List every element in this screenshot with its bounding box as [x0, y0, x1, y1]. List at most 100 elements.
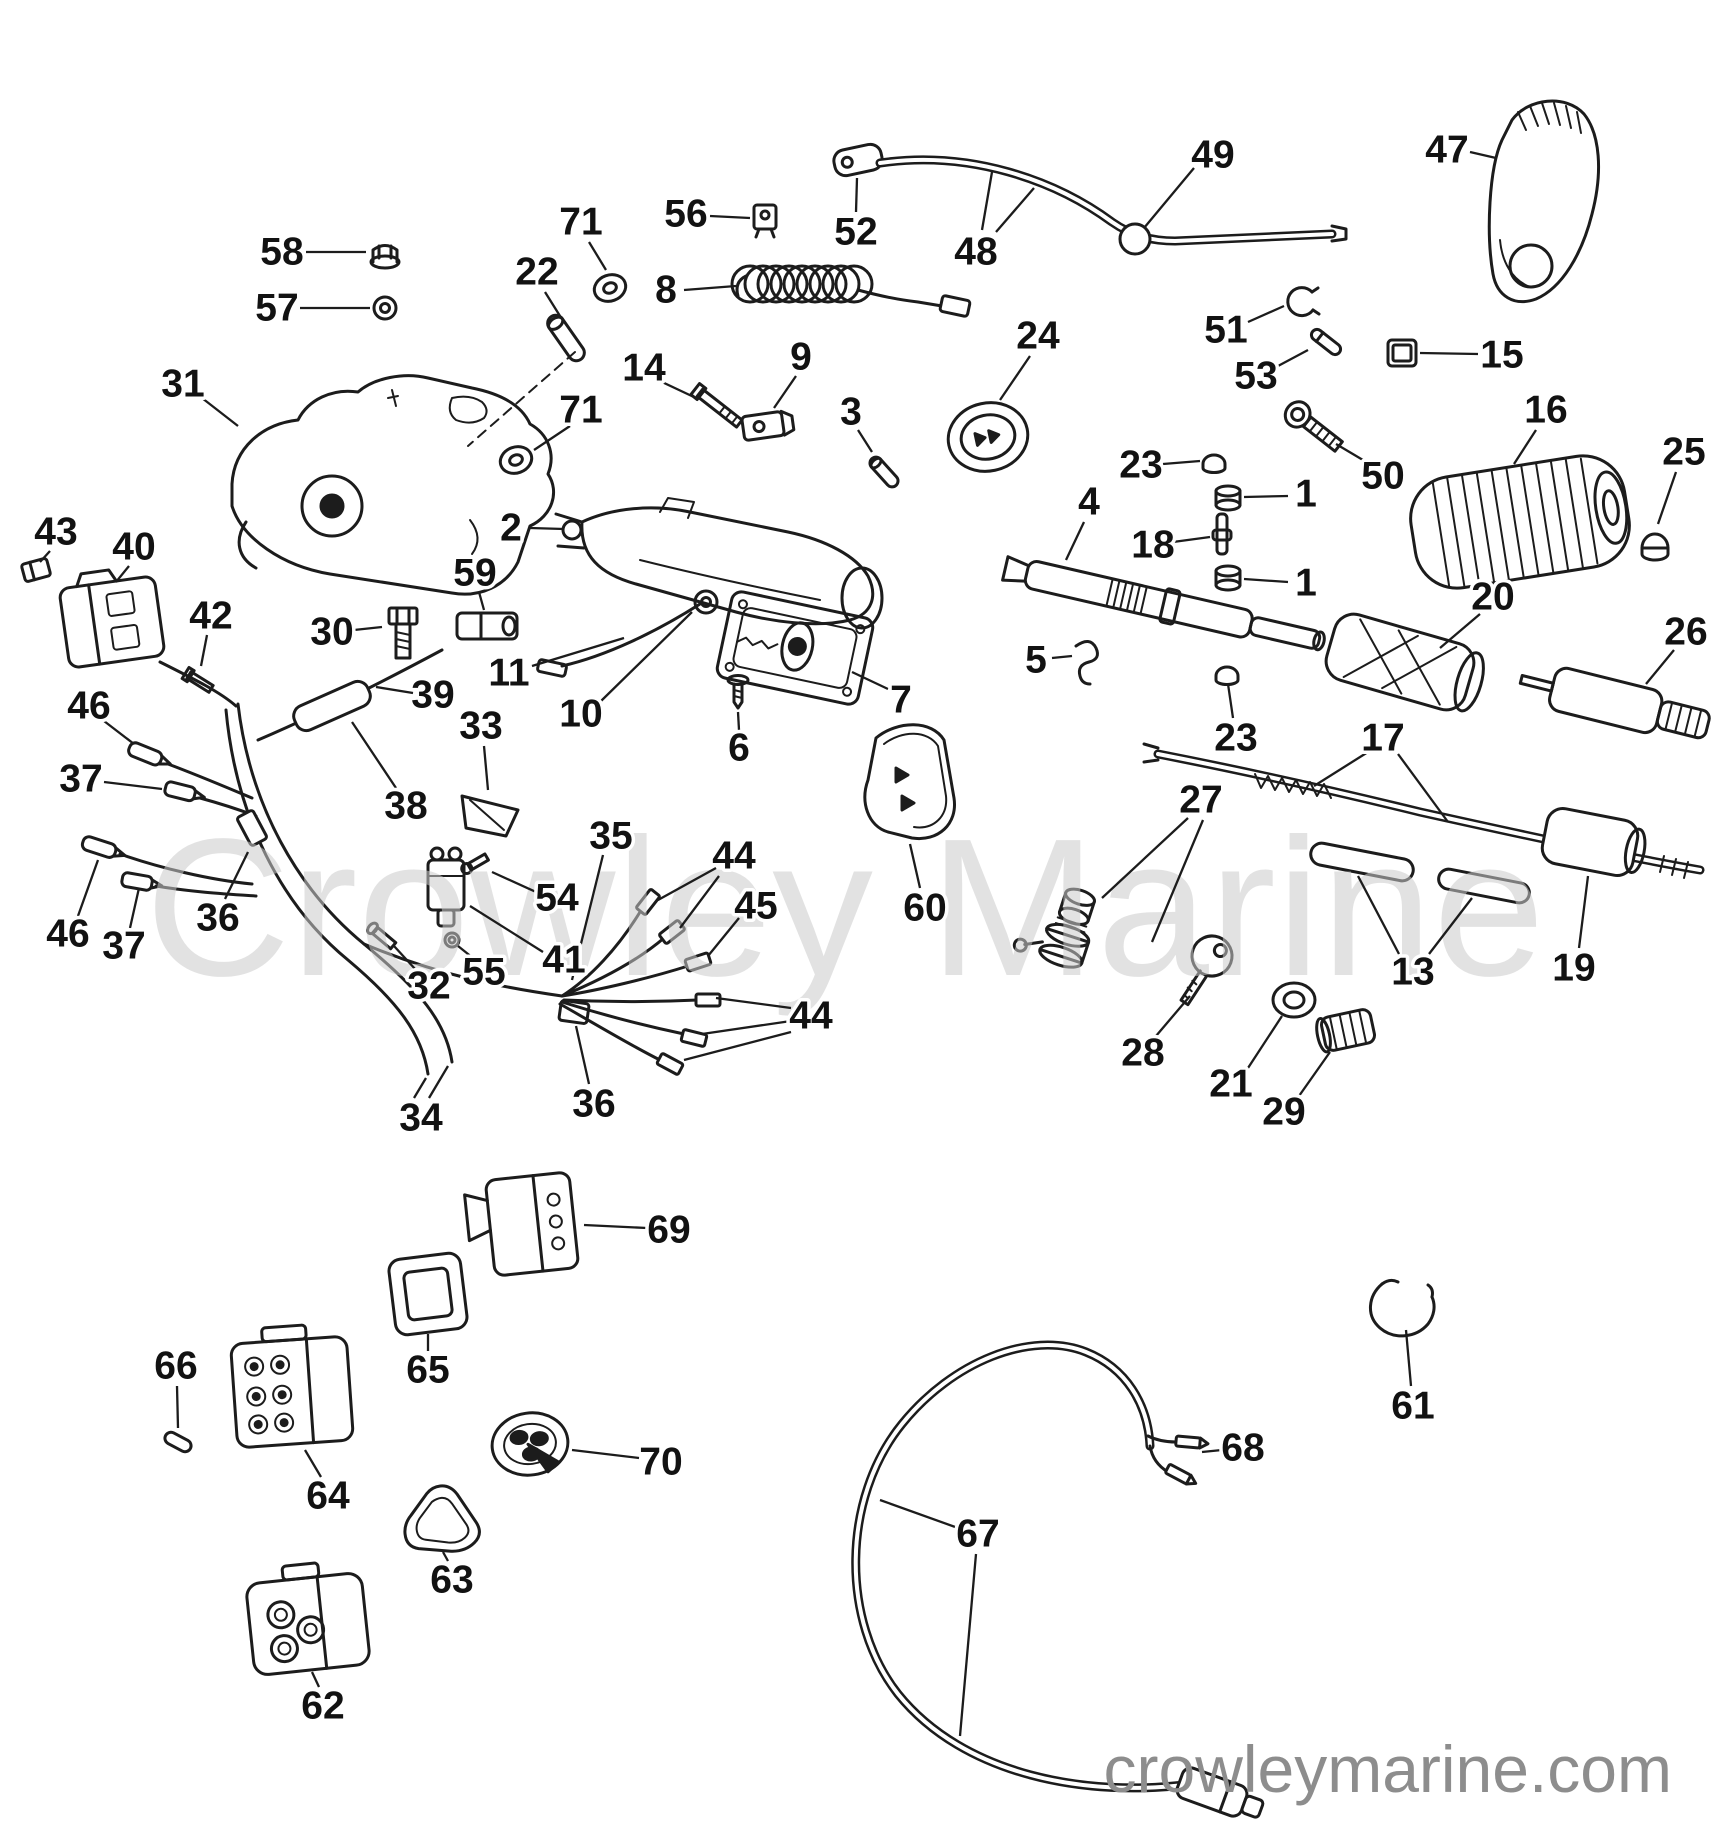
leader-line-43 — [39, 550, 51, 563]
callout-53: 53 — [1234, 355, 1277, 398]
part-23-cap-lower — [1214, 665, 1240, 686]
part-70-retainer — [490, 1411, 570, 1477]
part-40-connector — [58, 568, 166, 669]
callout-4: 4 — [1078, 481, 1100, 524]
leader-line-27 — [1101, 817, 1189, 899]
callout-47: 47 — [1425, 129, 1468, 172]
callout-2: 2 — [500, 507, 522, 550]
callout-21: 21 — [1209, 1063, 1252, 1106]
callout-19: 19 — [1552, 947, 1595, 990]
part-60-cover — [863, 723, 956, 841]
leader-line-39 — [375, 685, 414, 695]
part-67-cable-connector — [1175, 1766, 1265, 1819]
part-38-sleeve — [292, 679, 372, 733]
part-66-pin — [163, 1430, 193, 1454]
leader-line-20 — [1439, 613, 1481, 649]
leader-line-5 — [1051, 654, 1073, 660]
part-58-nut — [369, 244, 401, 270]
callout-18: 18 — [1131, 524, 1174, 567]
leader-line-51 — [1247, 304, 1285, 324]
callout-46: 46 — [46, 913, 89, 956]
leader-line-48 — [980, 171, 994, 231]
callout-71: 71 — [559, 389, 602, 432]
leader-line-36 — [574, 1025, 591, 1085]
part-49-cable-ball — [1118, 222, 1152, 256]
callout-33: 33 — [459, 705, 502, 748]
callout-42: 42 — [189, 595, 232, 638]
callout-22: 22 — [515, 251, 558, 294]
leader-line-26 — [1645, 649, 1675, 685]
callout-5: 5 — [1025, 639, 1047, 682]
leader-line-64 — [304, 1449, 322, 1478]
leader-line-46 — [76, 859, 100, 917]
callout-45: 45 — [734, 885, 777, 928]
callout-10: 10 — [559, 693, 602, 736]
callout-48: 48 — [954, 231, 997, 274]
leader-line-34 — [413, 1077, 427, 1099]
part-59-sleeve — [455, 611, 519, 641]
leader-line-17 — [1397, 753, 1449, 823]
part-46-terminal-upper — [127, 741, 172, 767]
leader-line-60 — [908, 843, 922, 889]
part-6-screw — [726, 674, 750, 710]
callout-55: 55 — [462, 951, 505, 994]
callout-46: 46 — [67, 685, 110, 728]
leader-line-70 — [571, 1448, 640, 1460]
leader-line-41 — [469, 905, 544, 953]
part-57-washer — [372, 295, 398, 321]
callout-69: 69 — [647, 1209, 690, 1252]
callout-8: 8 — [655, 269, 677, 312]
part-61-retainer-ring — [1369, 1278, 1436, 1338]
leader-line-44 — [683, 1030, 792, 1062]
callout-38: 38 — [384, 785, 427, 828]
part-47-shift-handle — [1487, 99, 1600, 304]
leader-line-47 — [1469, 150, 1497, 160]
callout-35: 35 — [589, 815, 632, 858]
part-64-connector — [229, 1323, 355, 1449]
leader-line-13 — [1356, 875, 1401, 955]
part-9-bracket — [740, 409, 796, 442]
leader-line-55 — [457, 945, 474, 959]
leader-line-10 — [599, 611, 693, 703]
part-2-tiller-bracket — [554, 497, 884, 630]
leader-line-22 — [544, 291, 561, 317]
callout-29: 29 — [1262, 1091, 1305, 1134]
part-32-screw — [366, 921, 398, 951]
part-25-cap — [1640, 532, 1670, 562]
callout-3: 3 — [840, 391, 862, 434]
callout-43: 43 — [34, 511, 77, 554]
callout-36: 36 — [572, 1083, 615, 1126]
leader-line-46 — [103, 720, 135, 745]
leader-line-25 — [1656, 471, 1678, 525]
callout-16: 16 — [1524, 389, 1567, 432]
callout-50: 50 — [1361, 455, 1404, 498]
part-16-throttle-grip — [1409, 454, 1631, 590]
leader-line-71 — [533, 425, 571, 451]
part-44-terminal-3 — [694, 992, 722, 1008]
callout-23: 23 — [1214, 717, 1257, 760]
part-29-knurled-nut — [1315, 1008, 1376, 1054]
callout-68: 68 — [1221, 1427, 1264, 1470]
part-23-cap-upper — [1201, 453, 1227, 474]
leader-line-16 — [1513, 429, 1537, 465]
callout-67: 67 — [956, 1513, 999, 1556]
callout-60: 60 — [903, 887, 946, 930]
part-55-washer — [443, 931, 461, 949]
leader-line-21 — [1247, 1015, 1283, 1069]
part-13-tube-1 — [1309, 841, 1415, 883]
leader-line-48 — [995, 187, 1035, 233]
part-24-collar — [946, 401, 1030, 473]
part-63-grommet — [403, 1484, 481, 1553]
leader-line-19 — [1577, 875, 1590, 949]
part-44-terminal-1 — [635, 888, 661, 916]
callout-44: 44 — [712, 835, 756, 878]
part-41-switch — [426, 846, 466, 928]
leader-line-53 — [1277, 348, 1309, 368]
leader-line-63 — [441, 1551, 450, 1562]
callout-31: 31 — [161, 363, 204, 406]
callout-39: 39 — [411, 674, 454, 717]
callout-66: 66 — [154, 1345, 197, 1388]
